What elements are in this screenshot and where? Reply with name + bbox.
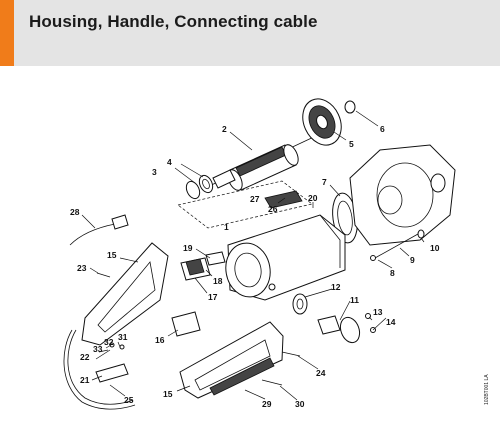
leader-lines (81, 110, 425, 401)
washer-part (417, 229, 425, 239)
label-24: 24 (316, 368, 326, 378)
fan-part (302, 98, 342, 146)
cover-plate-part (292, 293, 308, 315)
label-outline (177, 180, 313, 229)
cable-clamp-part (205, 251, 226, 266)
retaining-ring-part (185, 180, 201, 200)
label-7: 7 (322, 177, 327, 187)
label-5: 5 (349, 139, 354, 149)
label-26: 26 (268, 204, 278, 214)
label-4: 4 (167, 157, 172, 167)
label-17: 17 (208, 292, 218, 302)
label-22: 22 (80, 352, 90, 362)
label-2: 2 (222, 124, 227, 134)
label-18: 18 (213, 276, 223, 286)
label-10: 10 (430, 243, 440, 253)
label-11: 11 (350, 295, 359, 305)
bearing-sleeve-part (344, 100, 356, 114)
label-33: 33 (93, 344, 103, 354)
accent-stripe (0, 0, 14, 66)
end-housing-part (349, 144, 456, 246)
label-16: 16 (155, 335, 165, 345)
cable-25-part (63, 329, 136, 410)
label-23: 23 (77, 263, 87, 273)
label-1: 1 (224, 222, 229, 232)
label-29: 29 (262, 399, 272, 409)
figure-code: 102BT001 LA (484, 374, 490, 405)
armature-part (204, 134, 319, 191)
screw-24-part (281, 351, 301, 357)
label-13: 13 (373, 307, 383, 317)
label-12: 12 (331, 282, 341, 292)
clamp-block-part (171, 311, 201, 337)
switch-part (180, 257, 211, 281)
label-20: 20 (308, 193, 318, 203)
cable-25-edge (67, 329, 134, 405)
label-14: 14 (386, 317, 396, 327)
cable-screw-part (109, 342, 115, 348)
label-6: 6 (380, 124, 385, 134)
label-27: 27 (250, 194, 260, 204)
cable-screw-part-2 (119, 344, 125, 350)
motor-housing-part (225, 214, 346, 301)
label-30: 30 (295, 399, 305, 409)
cable-28-part (69, 223, 116, 246)
tie-screw-part (374, 233, 419, 259)
screw-23-part (96, 272, 111, 278)
label-15-top: 15 (107, 250, 117, 260)
handle-shell-left-part (81, 242, 169, 346)
handle-shell-right-part (179, 321, 284, 399)
label-25: 25 (124, 395, 134, 405)
nut-part (370, 255, 376, 261)
bracket-part (317, 315, 361, 344)
label-15-bottom: 15 (163, 389, 173, 399)
label-19: 19 (183, 243, 193, 253)
cover-plate-inner (296, 298, 304, 310)
label-3: 3 (152, 167, 157, 177)
label-32: 32 (104, 337, 114, 347)
header-bar (0, 0, 500, 66)
strain-relief-part (95, 363, 129, 383)
ball-bearing-part (198, 174, 214, 194)
label-21: 21 (80, 375, 90, 385)
label-8: 8 (390, 268, 395, 278)
label-28: 28 (70, 207, 80, 217)
plug-part (111, 214, 129, 230)
label-31: 31 (118, 332, 128, 342)
screw-30-part (261, 379, 283, 386)
page-title: Housing, Handle, Connecting cable (29, 12, 318, 31)
label-9: 9 (410, 255, 415, 265)
